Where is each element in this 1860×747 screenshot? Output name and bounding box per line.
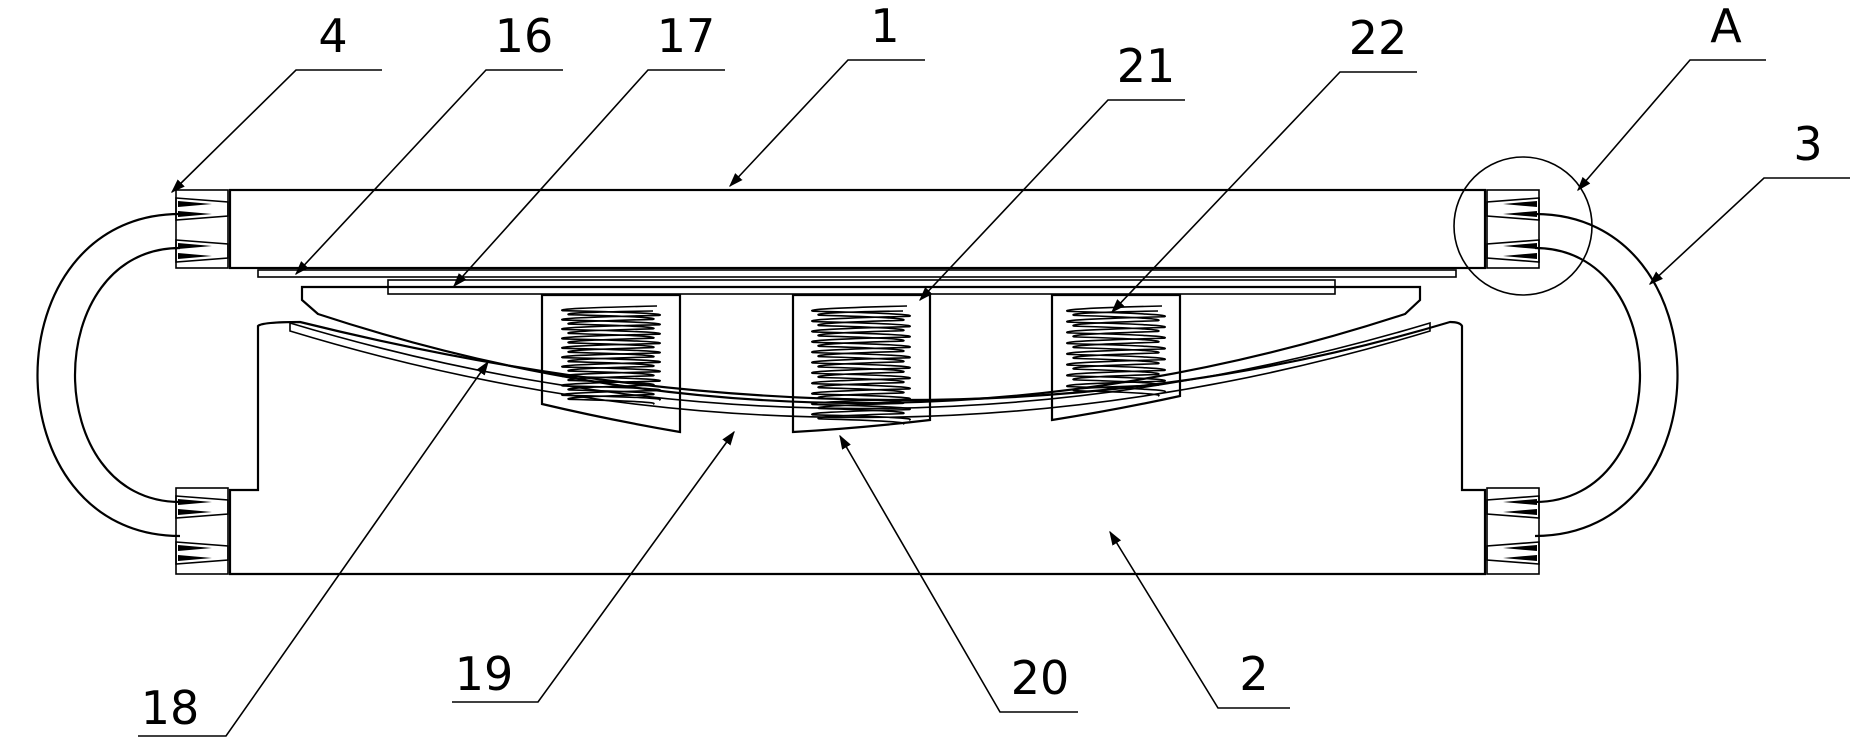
- fitting-block: [1486, 487, 1540, 575]
- callout-labels: 4 16 17 1 21 22 A 3 18 19 20 2: [141, 0, 1823, 735]
- callout-3: 3: [1793, 117, 1822, 171]
- detail-circle-a: [1453, 156, 1593, 296]
- fitting-tooth: [1503, 201, 1537, 217]
- callout-17: 17: [657, 9, 716, 63]
- fitting-bore: [1486, 495, 1540, 519]
- fitting-tooth: [1503, 499, 1537, 515]
- fitting-tooth: [1503, 545, 1537, 561]
- callout-1: 1: [870, 0, 899, 53]
- fittings: [175, 189, 1540, 575]
- fitting-bore: [1486, 541, 1540, 565]
- callout-20: 20: [1011, 651, 1070, 705]
- spring-coil-inner: [567, 310, 655, 405]
- spring-chambers: [540, 293, 1182, 434]
- spring-coil: [1065, 305, 1166, 393]
- fitting-block: [175, 487, 229, 575]
- fitting-bore: [1486, 239, 1540, 263]
- callout-21: 21: [1117, 39, 1176, 93]
- callout-a: A: [1710, 0, 1742, 53]
- fitting-bore: [175, 495, 229, 519]
- spring-coil-inner: [817, 310, 905, 425]
- callout-18: 18: [141, 681, 200, 735]
- fitting-tooth: [1503, 243, 1537, 259]
- fitting-tooth: [178, 201, 212, 217]
- callout-22: 22: [1349, 11, 1408, 65]
- upper-plate: [228, 188, 1487, 270]
- callout-4: 4: [318, 9, 347, 63]
- hose-left: [36, 212, 181, 538]
- hose-right: [1534, 212, 1679, 538]
- spring-coil: [560, 305, 661, 401]
- fitting-tooth: [178, 499, 212, 515]
- springs: [560, 305, 1166, 425]
- spring-coil: [810, 305, 911, 421]
- fitting-block: [1486, 189, 1540, 269]
- callout-16: 16: [495, 9, 554, 63]
- callout-2: 2: [1239, 647, 1268, 701]
- spring-coil-inner: [1072, 310, 1160, 397]
- fitting-bore: [175, 541, 229, 565]
- fitting-block: [175, 189, 229, 269]
- fitting-bore: [175, 197, 229, 221]
- spherical-liner: [289, 321, 1431, 419]
- fitting-tooth: [178, 545, 212, 561]
- fitting-bore: [175, 239, 229, 263]
- lower-base: [228, 320, 1487, 576]
- plate-16: [257, 269, 1457, 278]
- fitting-tooth: [178, 243, 212, 259]
- callout-19: 19: [455, 647, 514, 701]
- fitting-bore: [1486, 197, 1540, 221]
- spherical-block: [300, 285, 1422, 405]
- leader-lines: [138, 59, 1850, 737]
